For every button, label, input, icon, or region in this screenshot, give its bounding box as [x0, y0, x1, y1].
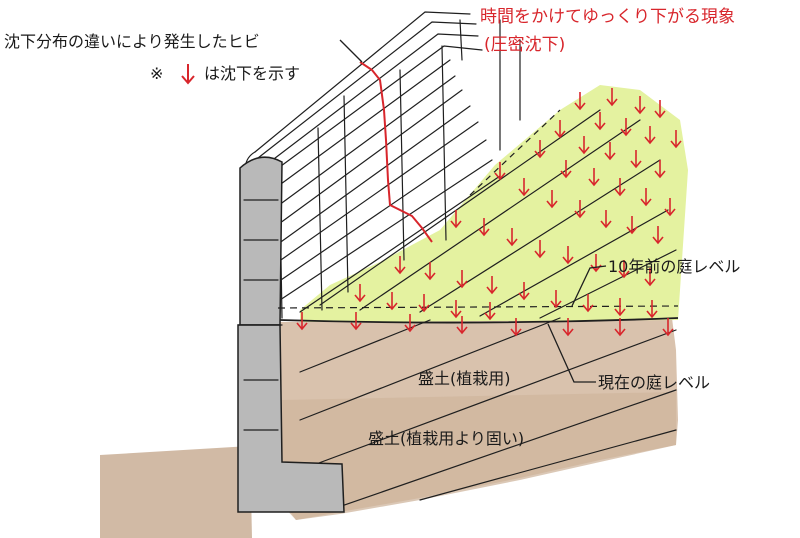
wall-crack: [359, 61, 433, 243]
settlement-arrow: [534, 240, 546, 259]
settlement-arrow: [486, 276, 498, 295]
settlement-arrow: [618, 260, 630, 279]
fill-lower-label: 盛土(植栽用より固い): [368, 429, 524, 448]
settlement-arrow: [654, 160, 666, 179]
settlement-arrow: [450, 210, 462, 229]
settlement-arrow: [670, 130, 682, 149]
settlement-arrow: [594, 112, 606, 131]
settlement-arrow: [600, 210, 612, 229]
settlement-arrow: [560, 160, 572, 179]
settlement-arrow: [646, 300, 658, 319]
consolidation-label-line2: (圧密沈下): [484, 35, 565, 55]
settlement-arrow: [640, 188, 652, 207]
settlement-arrow: [554, 120, 566, 139]
settlement-arrow: [644, 268, 656, 287]
settlement-arrow: [654, 100, 666, 119]
fill-upper-label: 盛土(植栽用): [418, 369, 511, 388]
current-garden-level-line: [279, 317, 679, 324]
settlement-arrow: [296, 312, 308, 331]
settlement-arrow: [664, 198, 676, 217]
settlement-arrow: [614, 298, 626, 317]
fill-slope-dashed: [469, 109, 561, 196]
settlement-arrow: [424, 262, 436, 281]
legend-arrow-icon: [181, 64, 195, 85]
settlement-arrow: [614, 318, 626, 337]
consolidation-label-line1: 時間をかけてゆっくり下がる現象: [480, 7, 735, 27]
settlement-arrow: [394, 256, 406, 275]
settlement-arrow: [550, 290, 562, 309]
settlement-arrow: [456, 270, 468, 289]
settling-lawn-area: [300, 85, 688, 322]
settlement-arrow: [494, 162, 506, 181]
settlement-arrow: [662, 318, 674, 337]
settlement-arrow: [562, 318, 574, 337]
settlement-arrow: [630, 150, 642, 169]
current-level-leader-line: [547, 323, 596, 383]
settlement-arrow: [626, 216, 638, 235]
settlement-arrow: [456, 316, 468, 335]
crack-leader-line: [339, 39, 363, 63]
settlement-arrow: [506, 228, 518, 247]
settlement-arrow: [518, 282, 530, 301]
settlement-arrow: [644, 126, 656, 145]
settlement-arrow: [578, 136, 590, 155]
past-level-leader-line: [571, 265, 607, 307]
settlement-arrow: [534, 140, 546, 159]
settlement-arrow: [484, 302, 496, 321]
settlement-arrow: [546, 190, 558, 209]
concrete-foundation: [237, 156, 345, 513]
settlement-arrow: [614, 178, 626, 197]
settlement-arrow: [574, 200, 586, 219]
past-garden-level-line: [277, 305, 679, 309]
settlement-arrow: [418, 294, 430, 313]
settlement-arrow: [562, 246, 574, 265]
settlement-arrow: [350, 312, 362, 331]
house-wall: [243, 11, 521, 319]
settlement-arrow: [604, 142, 616, 161]
settlement-arrow: [404, 314, 416, 333]
current-level-label: 現在の庭レベル: [598, 373, 710, 392]
settlement-arrow: [510, 318, 522, 337]
settlement-arrow: [620, 118, 632, 137]
legend-text: は沈下を示す: [204, 64, 300, 83]
settlement-arrow: [588, 168, 600, 187]
settlement-arrow: [478, 218, 490, 237]
past-level-label: 10年前の庭レベル: [608, 257, 740, 276]
legend-mark: ※: [150, 64, 163, 83]
settlement-arrow: [386, 292, 398, 311]
settlement-arrow: [582, 294, 594, 313]
settlement-arrow: [574, 92, 586, 111]
settlement-arrow: [606, 88, 618, 107]
crack-label: 沈下分布の違いにより発生したヒビ: [4, 32, 260, 51]
settlement-arrow: [518, 178, 530, 197]
ground-soil-left: [100, 446, 252, 538]
settlement-arrow: [354, 284, 366, 303]
settlement-arrow: [634, 96, 646, 115]
settlement-arrow: [450, 300, 462, 319]
settlement-arrow: [652, 226, 664, 245]
settlement-arrows: [296, 88, 682, 337]
